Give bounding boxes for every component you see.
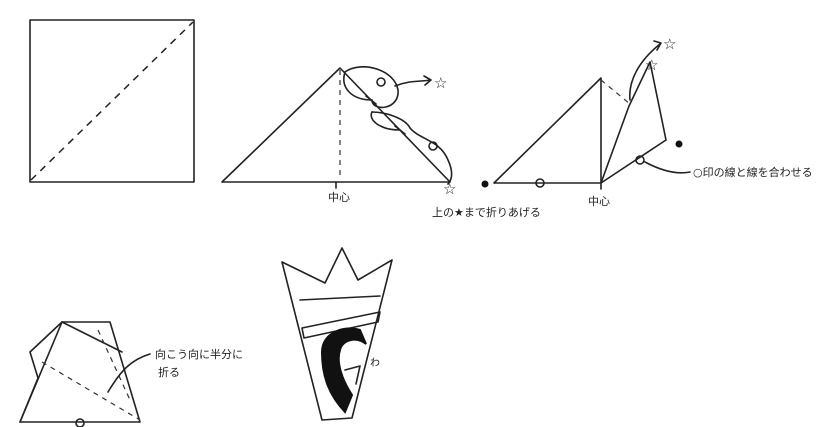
g-hook — [344, 365, 361, 385]
step-3-fold: ☆ ☆ 中心 ○印の線と線を合わせる — [481, 35, 813, 208]
star-icon: ☆ — [434, 74, 447, 92]
star-icon: ☆ — [663, 35, 676, 53]
paper-square — [29, 19, 195, 183]
star-pointer-head — [423, 75, 432, 86]
cone-outline — [281, 247, 393, 421]
circle-mark-3 — [535, 178, 545, 188]
diagonal-valley-fold — [30, 21, 194, 181]
paper-shape — [19, 321, 141, 423]
circle-mark-2 — [428, 141, 438, 151]
dot-right — [675, 140, 683, 148]
fold-back-note-2: 折る — [158, 365, 180, 379]
up-arrow-head — [653, 40, 662, 51]
top-edge — [61, 321, 123, 353]
match-instruction: ○印の線と線を合わせる — [693, 165, 813, 179]
star-icon: ☆ — [645, 56, 658, 74]
back-flap — [19, 321, 63, 423]
triangle-outline — [221, 67, 451, 183]
step-2-triangle: ☆ ☆ 中心 上の★まで折りあげる — [221, 66, 541, 219]
vertical-fold — [97, 329, 131, 401]
star-pointer — [394, 79, 431, 87]
up-arrow — [629, 43, 661, 101]
wa-label: わ — [370, 357, 380, 369]
tick-mark-2 — [394, 125, 406, 135]
tick-mark-1 — [365, 95, 377, 105]
circle-mark-4 — [635, 155, 645, 165]
fold-arrow-lower — [371, 111, 453, 185]
folded-flap — [600, 61, 667, 184]
step-5-finished: わ — [281, 247, 393, 421]
fold-arrow-lower-b — [370, 111, 401, 131]
g-shaped-mark — [320, 327, 367, 414]
circle-mark-5 — [75, 418, 85, 427]
step-4-fold-back: 向こう向に半分に 折る — [19, 321, 243, 427]
circle-mark-1 — [376, 77, 386, 87]
pointer-to-note-2 — [107, 353, 151, 393]
star-icon: ☆ — [443, 180, 456, 198]
pointer-to-note — [644, 161, 691, 174]
fold-arrow-upper-b — [343, 71, 373, 101]
dot-left — [481, 180, 489, 188]
diagonal-fold — [41, 361, 141, 421]
fold-instruction: 上の★まで折りあげる — [432, 205, 541, 219]
half-triangle — [493, 77, 602, 184]
step-1-square — [29, 19, 195, 183]
band — [301, 311, 381, 339]
center-label: 中心 — [328, 191, 350, 204]
fold-arrow-upper — [344, 66, 399, 109]
crease-line — [600, 79, 631, 105]
center-label-2: 中心 — [588, 195, 610, 208]
brim-line — [299, 295, 381, 301]
fold-back-note-1: 向こう向に半分に — [155, 347, 243, 361]
